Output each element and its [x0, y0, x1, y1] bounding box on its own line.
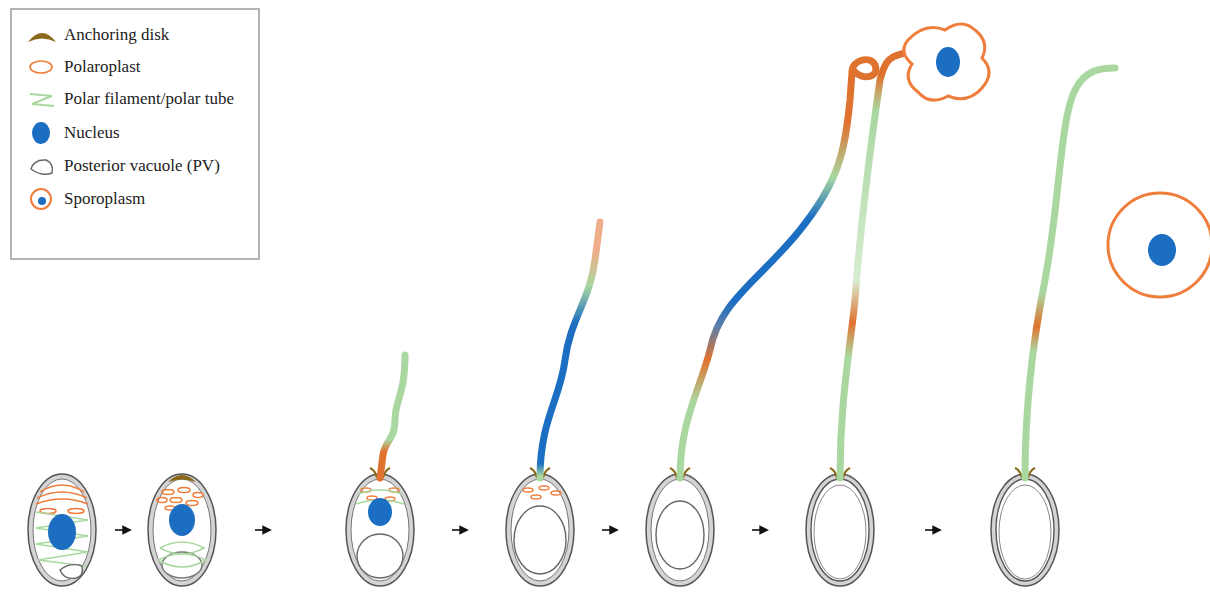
legend-swatch: [24, 52, 60, 82]
legend-label: Nucleus: [64, 123, 120, 143]
legend-swatch: [24, 184, 60, 214]
legend-entry: Posterior vacuole (PV): [12, 151, 258, 181]
spore-stage-2: [148, 474, 216, 586]
legend-label: Polar filament/polar tube: [64, 89, 234, 109]
legend-swatch: [24, 84, 60, 114]
legend-swatch: [24, 118, 60, 148]
spore-stage-5: [646, 60, 876, 586]
legend-label: Posterior vacuole (PV): [64, 156, 220, 176]
legend-entry: Polaroplast: [12, 52, 258, 82]
legend-entry: Anchoring disk: [12, 20, 258, 50]
spore-stage-3: [346, 355, 414, 586]
legend-entry: Polar filament/polar tube: [12, 84, 258, 114]
spore-stage-7: [991, 68, 1210, 586]
legend-swatch: [24, 20, 60, 50]
legend-swatch: [24, 151, 60, 181]
legend-box: Anchoring diskPolaroplastPolar filament/…: [10, 8, 260, 260]
spore-stage-4: [506, 222, 600, 586]
legend-entry: Sporoplasm: [12, 184, 258, 214]
legend-entry: Nucleus: [12, 118, 258, 148]
legend-label: Anchoring disk: [64, 25, 169, 45]
legend-label: Sporoplasm: [64, 189, 145, 209]
spore-stage-6: [806, 24, 989, 586]
spore-stage-1: [28, 474, 96, 586]
legend-label: Polaroplast: [64, 57, 141, 77]
